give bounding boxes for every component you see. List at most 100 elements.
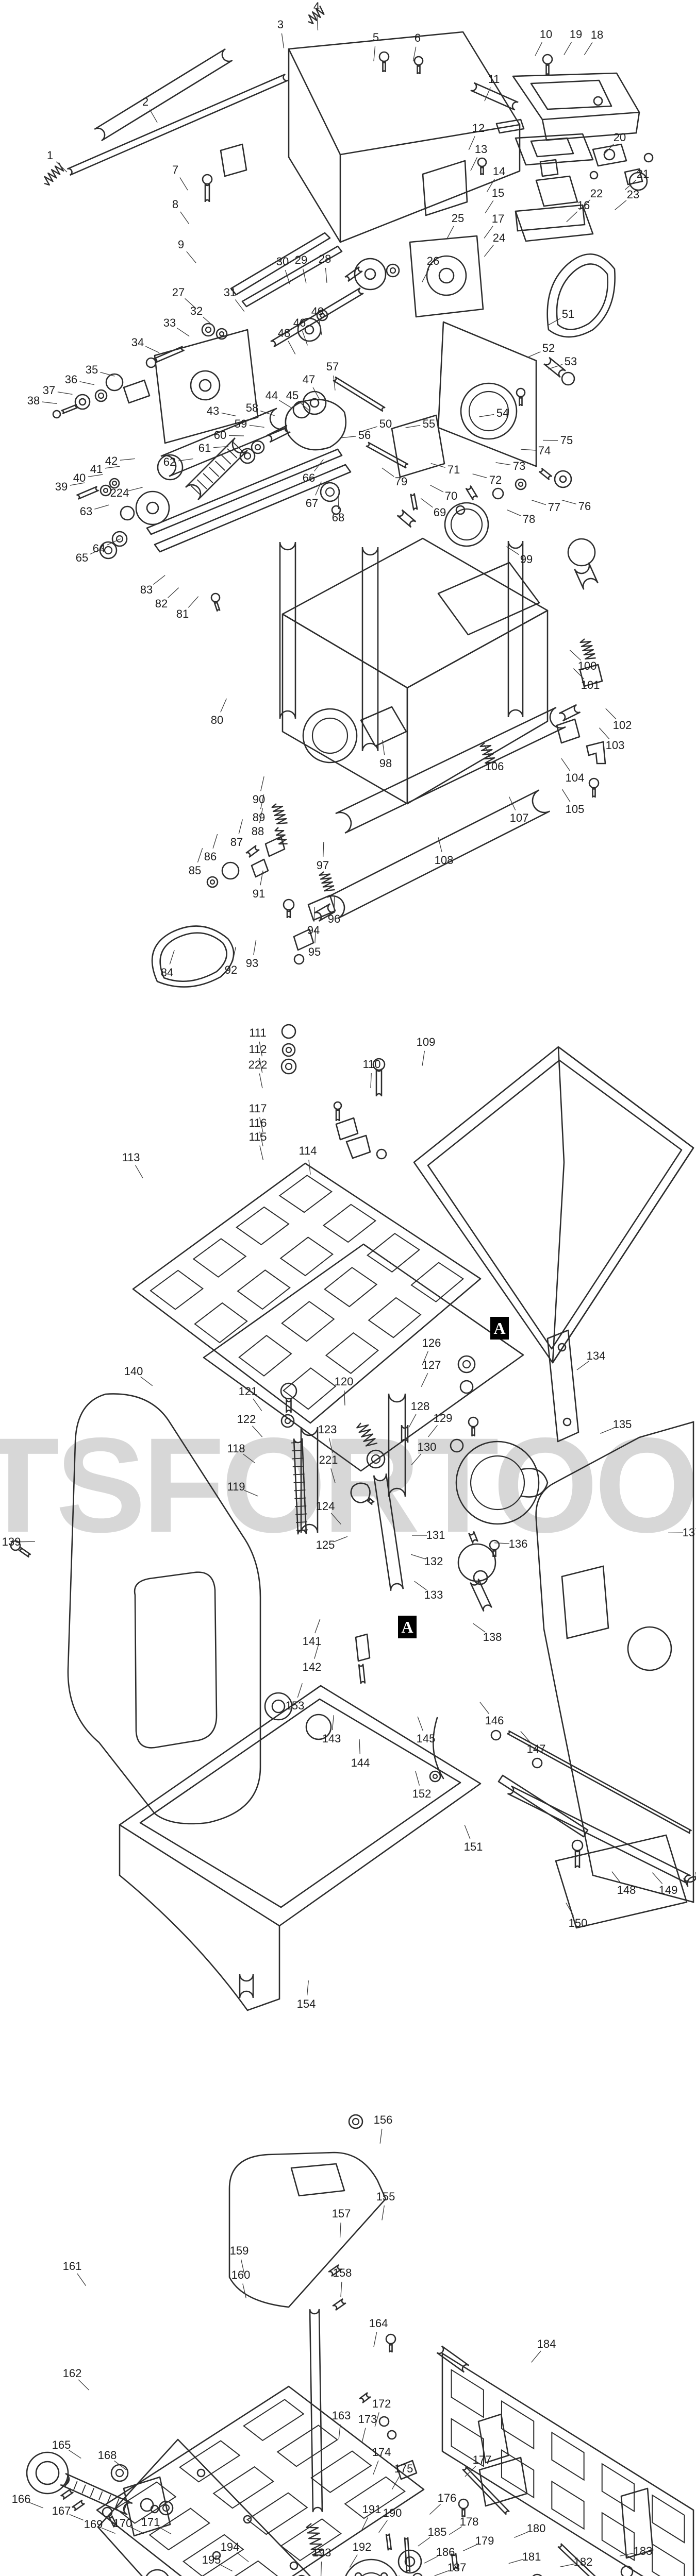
part-label-184: 184 [537, 2337, 556, 2350]
part-label-32: 32 [190, 304, 203, 317]
leader-line [259, 1117, 263, 1132]
part-label-177: 177 [472, 2453, 492, 2466]
part-label-195: 195 [202, 2553, 221, 2566]
leader-line [418, 2537, 430, 2547]
part-label-97: 97 [316, 859, 329, 872]
part-label-159: 159 [229, 2244, 249, 2257]
leader-line [176, 327, 190, 337]
part-label-160: 160 [231, 2268, 251, 2281]
part-label-128: 128 [410, 1400, 430, 1413]
part-label-186: 186 [436, 2546, 455, 2558]
leader-line [462, 2544, 477, 2551]
leader-line [605, 708, 617, 720]
leader-line [145, 346, 159, 353]
part-label-150: 150 [568, 1917, 588, 1929]
part-label-16: 16 [577, 199, 590, 212]
part-label-194: 194 [220, 2540, 240, 2553]
part-label-87: 87 [230, 836, 243, 849]
part-label-3: 3 [277, 18, 284, 31]
leader-line [470, 157, 478, 171]
part-label-33: 33 [163, 316, 176, 329]
part-label-182: 182 [573, 2555, 593, 2568]
part-label-74: 74 [538, 444, 551, 457]
leader-line [186, 251, 196, 263]
leader-line [314, 1619, 321, 1634]
part-label-70: 70 [444, 489, 458, 502]
leader-line [421, 1373, 428, 1387]
leader-line [521, 449, 536, 451]
leader-line [232, 946, 236, 962]
leader-line [325, 267, 327, 283]
leader-line [374, 2412, 379, 2427]
leader-line [57, 392, 73, 395]
leader-line [424, 2556, 438, 2564]
part-label-29: 29 [294, 253, 308, 266]
leader-line [20, 1541, 36, 1543]
leader-line [253, 1398, 262, 1411]
part-label-37: 37 [42, 384, 56, 397]
part-label-81: 81 [176, 607, 189, 620]
leader-line [299, 401, 310, 412]
part-label-15: 15 [491, 187, 505, 199]
part-label-149: 149 [658, 1884, 678, 1896]
leader-line [373, 46, 376, 61]
leader-line [584, 42, 593, 56]
part-label-123: 123 [318, 1423, 337, 1436]
part-label-192: 192 [352, 2540, 372, 2553]
leader-line [382, 2205, 385, 2221]
leader-line [338, 2424, 341, 2439]
leader-line [359, 1739, 360, 1755]
part-label-61: 61 [198, 442, 211, 454]
part-label-124: 124 [316, 1500, 335, 1513]
leader-line [547, 318, 561, 326]
leader-line [260, 776, 264, 791]
leader-line [297, 1683, 303, 1698]
leader-line [259, 1058, 263, 1073]
part-label-165: 165 [52, 2438, 71, 2451]
leader-line [94, 504, 109, 510]
part-label-183: 183 [633, 2545, 653, 2557]
leader-line [323, 842, 324, 857]
leader-line [179, 177, 188, 191]
part-label-63: 63 [79, 505, 93, 518]
part-label-10: 10 [539, 28, 553, 41]
leader-line [313, 907, 316, 922]
part-label-179: 179 [475, 2534, 494, 2547]
part-label-143: 143 [322, 1732, 341, 1745]
leader-line [79, 381, 95, 385]
part-label-1: 1 [46, 149, 54, 162]
leader-line [429, 2504, 441, 2515]
leader-line [429, 485, 444, 493]
part-label-57: 57 [326, 360, 339, 373]
part-label-155: 155 [376, 2190, 395, 2203]
part-label-190: 190 [383, 2506, 402, 2519]
leader-line [619, 2552, 635, 2556]
leader-line [178, 458, 193, 462]
leader-line [506, 546, 520, 555]
part-label-13: 13 [474, 143, 488, 156]
part-label-19: 19 [569, 28, 583, 41]
part-label-100: 100 [577, 659, 597, 672]
leader-line [438, 837, 442, 852]
part-label-55: 55 [422, 417, 436, 430]
part-label-175: 175 [394, 2462, 413, 2475]
part-label-134: 134 [586, 1349, 606, 1362]
leader-line [559, 2563, 575, 2568]
leader-line [221, 412, 237, 417]
leader-line [362, 426, 377, 432]
part-label-103: 103 [605, 739, 625, 752]
part-label-41: 41 [90, 463, 103, 476]
part-label-140: 140 [124, 1365, 143, 1378]
leader-line [420, 498, 433, 508]
leader-line [135, 1165, 143, 1179]
leader-line [77, 2273, 87, 2286]
connector-badge-A: A [398, 1616, 417, 1638]
part-label-137: 137 [682, 1526, 696, 1539]
part-label-31: 31 [223, 286, 237, 299]
leader-line [314, 928, 316, 944]
part-label-116: 116 [248, 1116, 267, 1129]
part-label-30: 30 [276, 255, 289, 268]
leader-line [484, 226, 493, 239]
